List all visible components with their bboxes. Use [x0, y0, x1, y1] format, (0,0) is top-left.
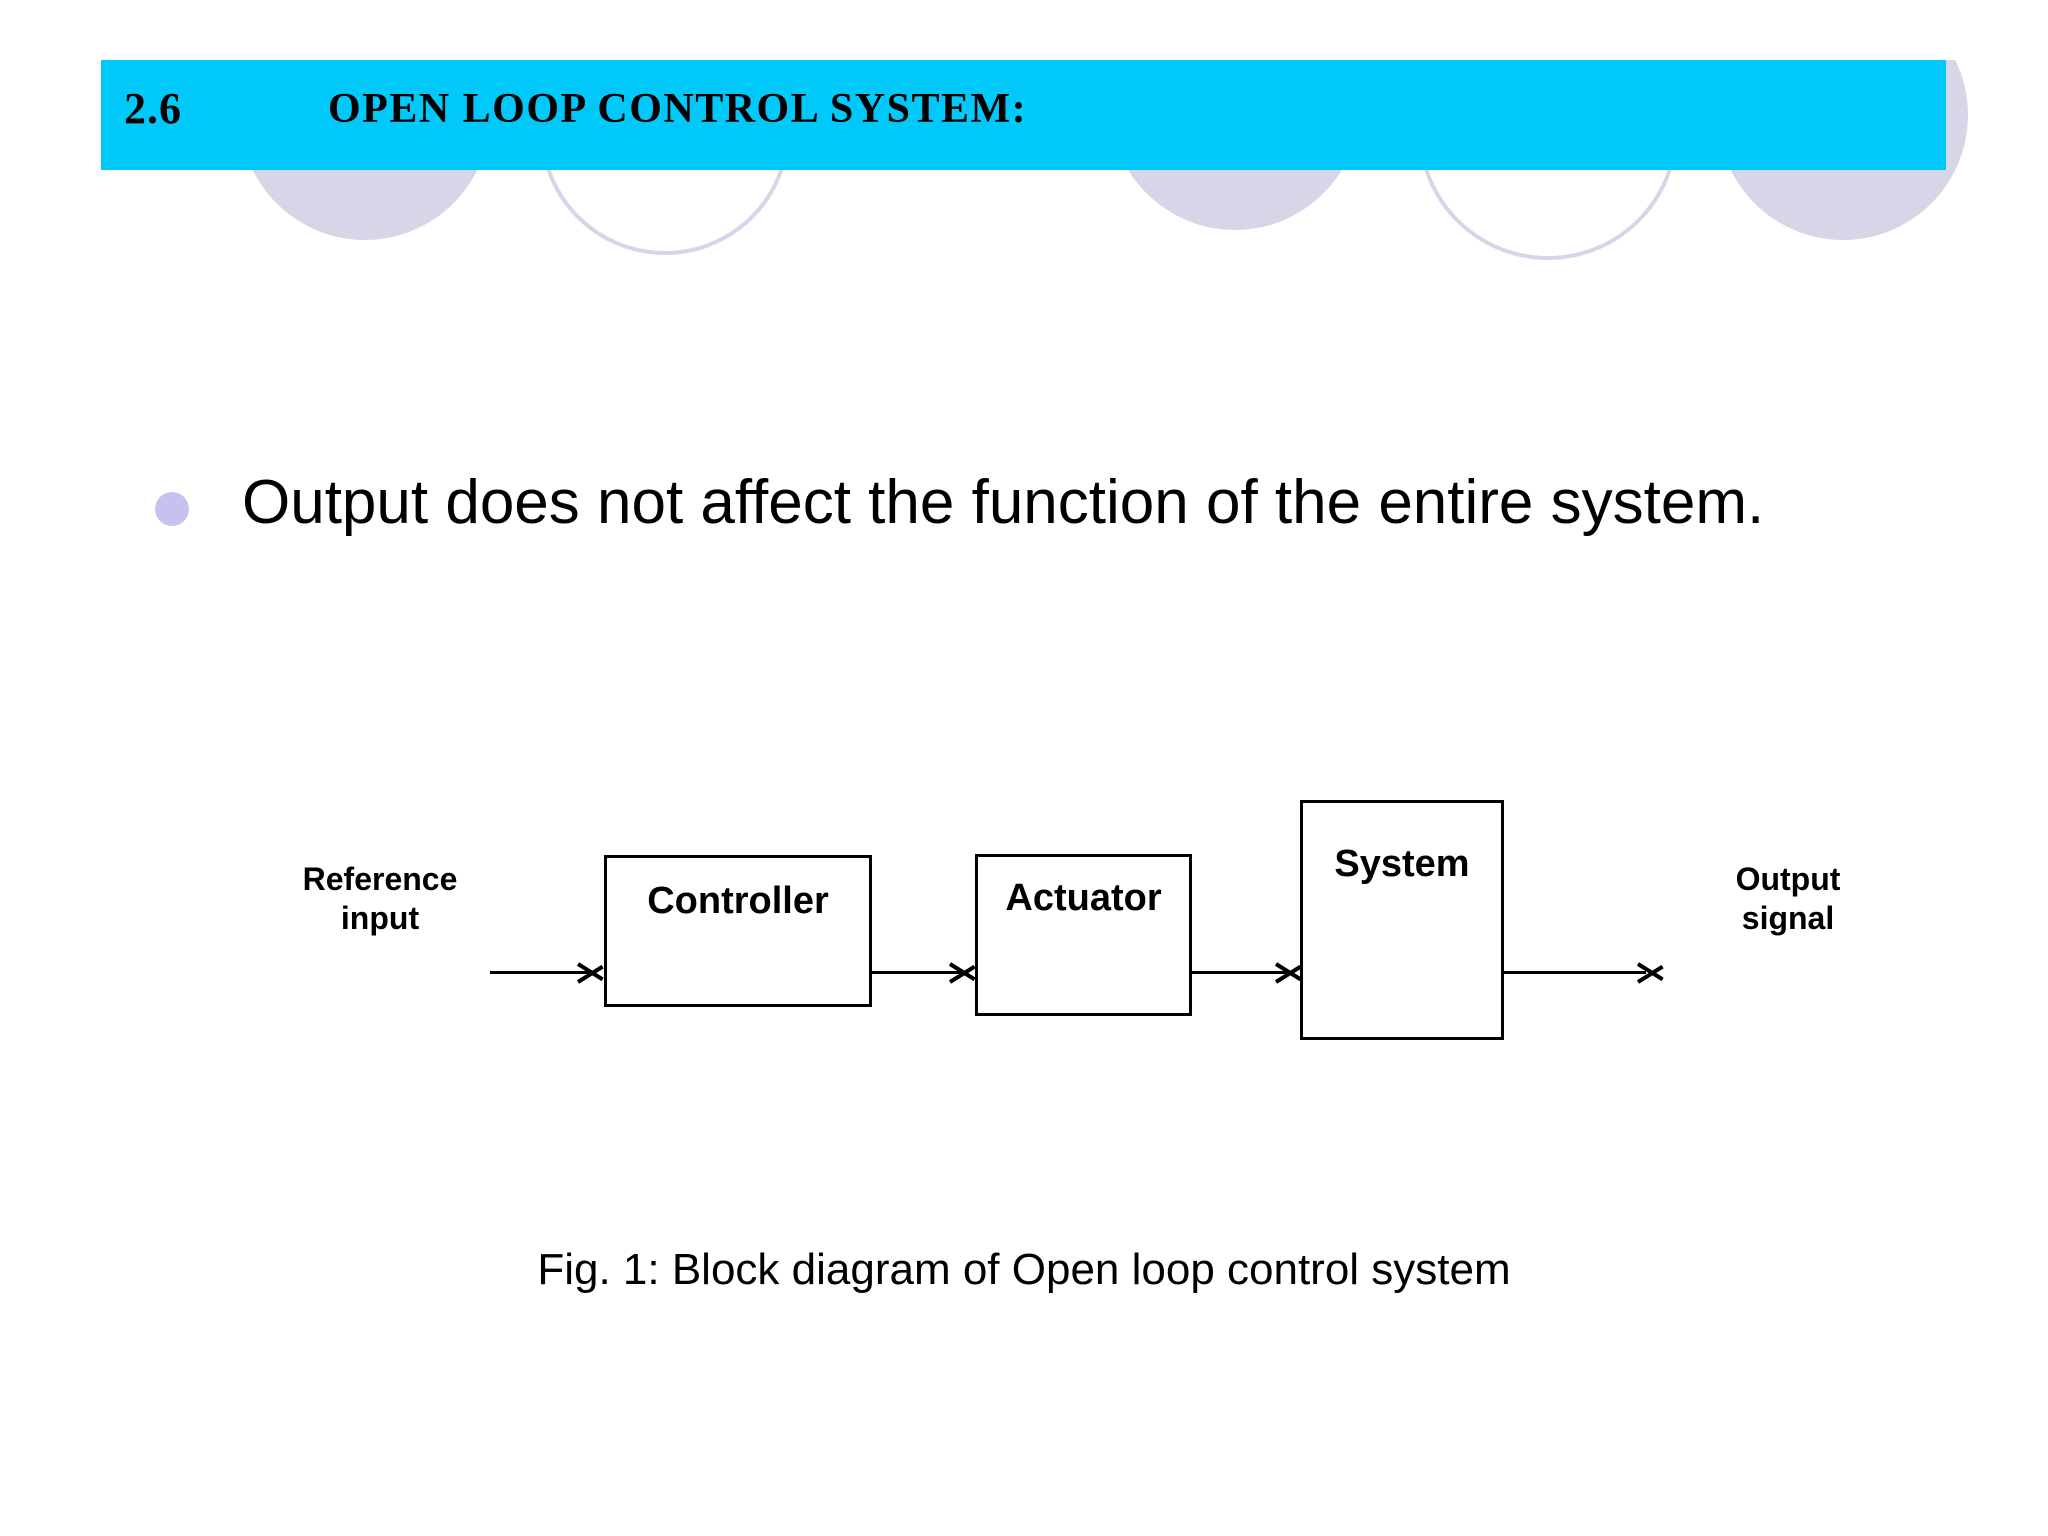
block-diagram: Reference input Controller Actuator Syst… — [0, 760, 2048, 1180]
bullet-list-item: Output does not affect the function of t… — [155, 470, 1955, 535]
reference-input-label-line2: input — [340, 900, 420, 937]
block-system: System — [1300, 800, 1504, 1040]
connector-input — [490, 971, 590, 974]
block-actuator: Actuator — [975, 854, 1192, 1016]
reference-input-label: Reference input — [265, 860, 495, 938]
output-signal-label-line1: Output — [1735, 861, 1841, 897]
arrowhead-icon — [950, 956, 976, 990]
block-system-label: System — [1334, 843, 1470, 885]
connector-output — [1504, 971, 1646, 974]
bullet-text: Output does not affect the function of t… — [242, 468, 1765, 537]
arrowhead-icon — [1638, 956, 1664, 990]
arrowhead-icon — [1276, 956, 1302, 990]
figure-caption: Fig. 1: Block diagram of Open loop contr… — [537, 1245, 1511, 1294]
section-number: 2.6 — [124, 84, 182, 133]
bullet-dot-icon — [155, 492, 189, 526]
connector-actuator-system — [1192, 971, 1286, 974]
block-controller: Controller — [604, 855, 872, 1007]
page-title: OPEN LOOP CONTROL SYSTEM: — [328, 86, 1028, 132]
output-signal-label-line2: signal — [1741, 900, 1835, 937]
block-actuator-label: Actuator — [1005, 877, 1162, 919]
title-bar: 2.6 OPEN LOOP CONTROL SYSTEM: — [101, 60, 1946, 170]
reference-input-label-line1: Reference — [302, 861, 458, 897]
arrowhead-icon — [578, 956, 604, 990]
output-signal-label: Output signal — [1688, 860, 1888, 938]
connector-controller-actuator — [872, 971, 962, 974]
block-controller-label: Controller — [647, 880, 829, 922]
